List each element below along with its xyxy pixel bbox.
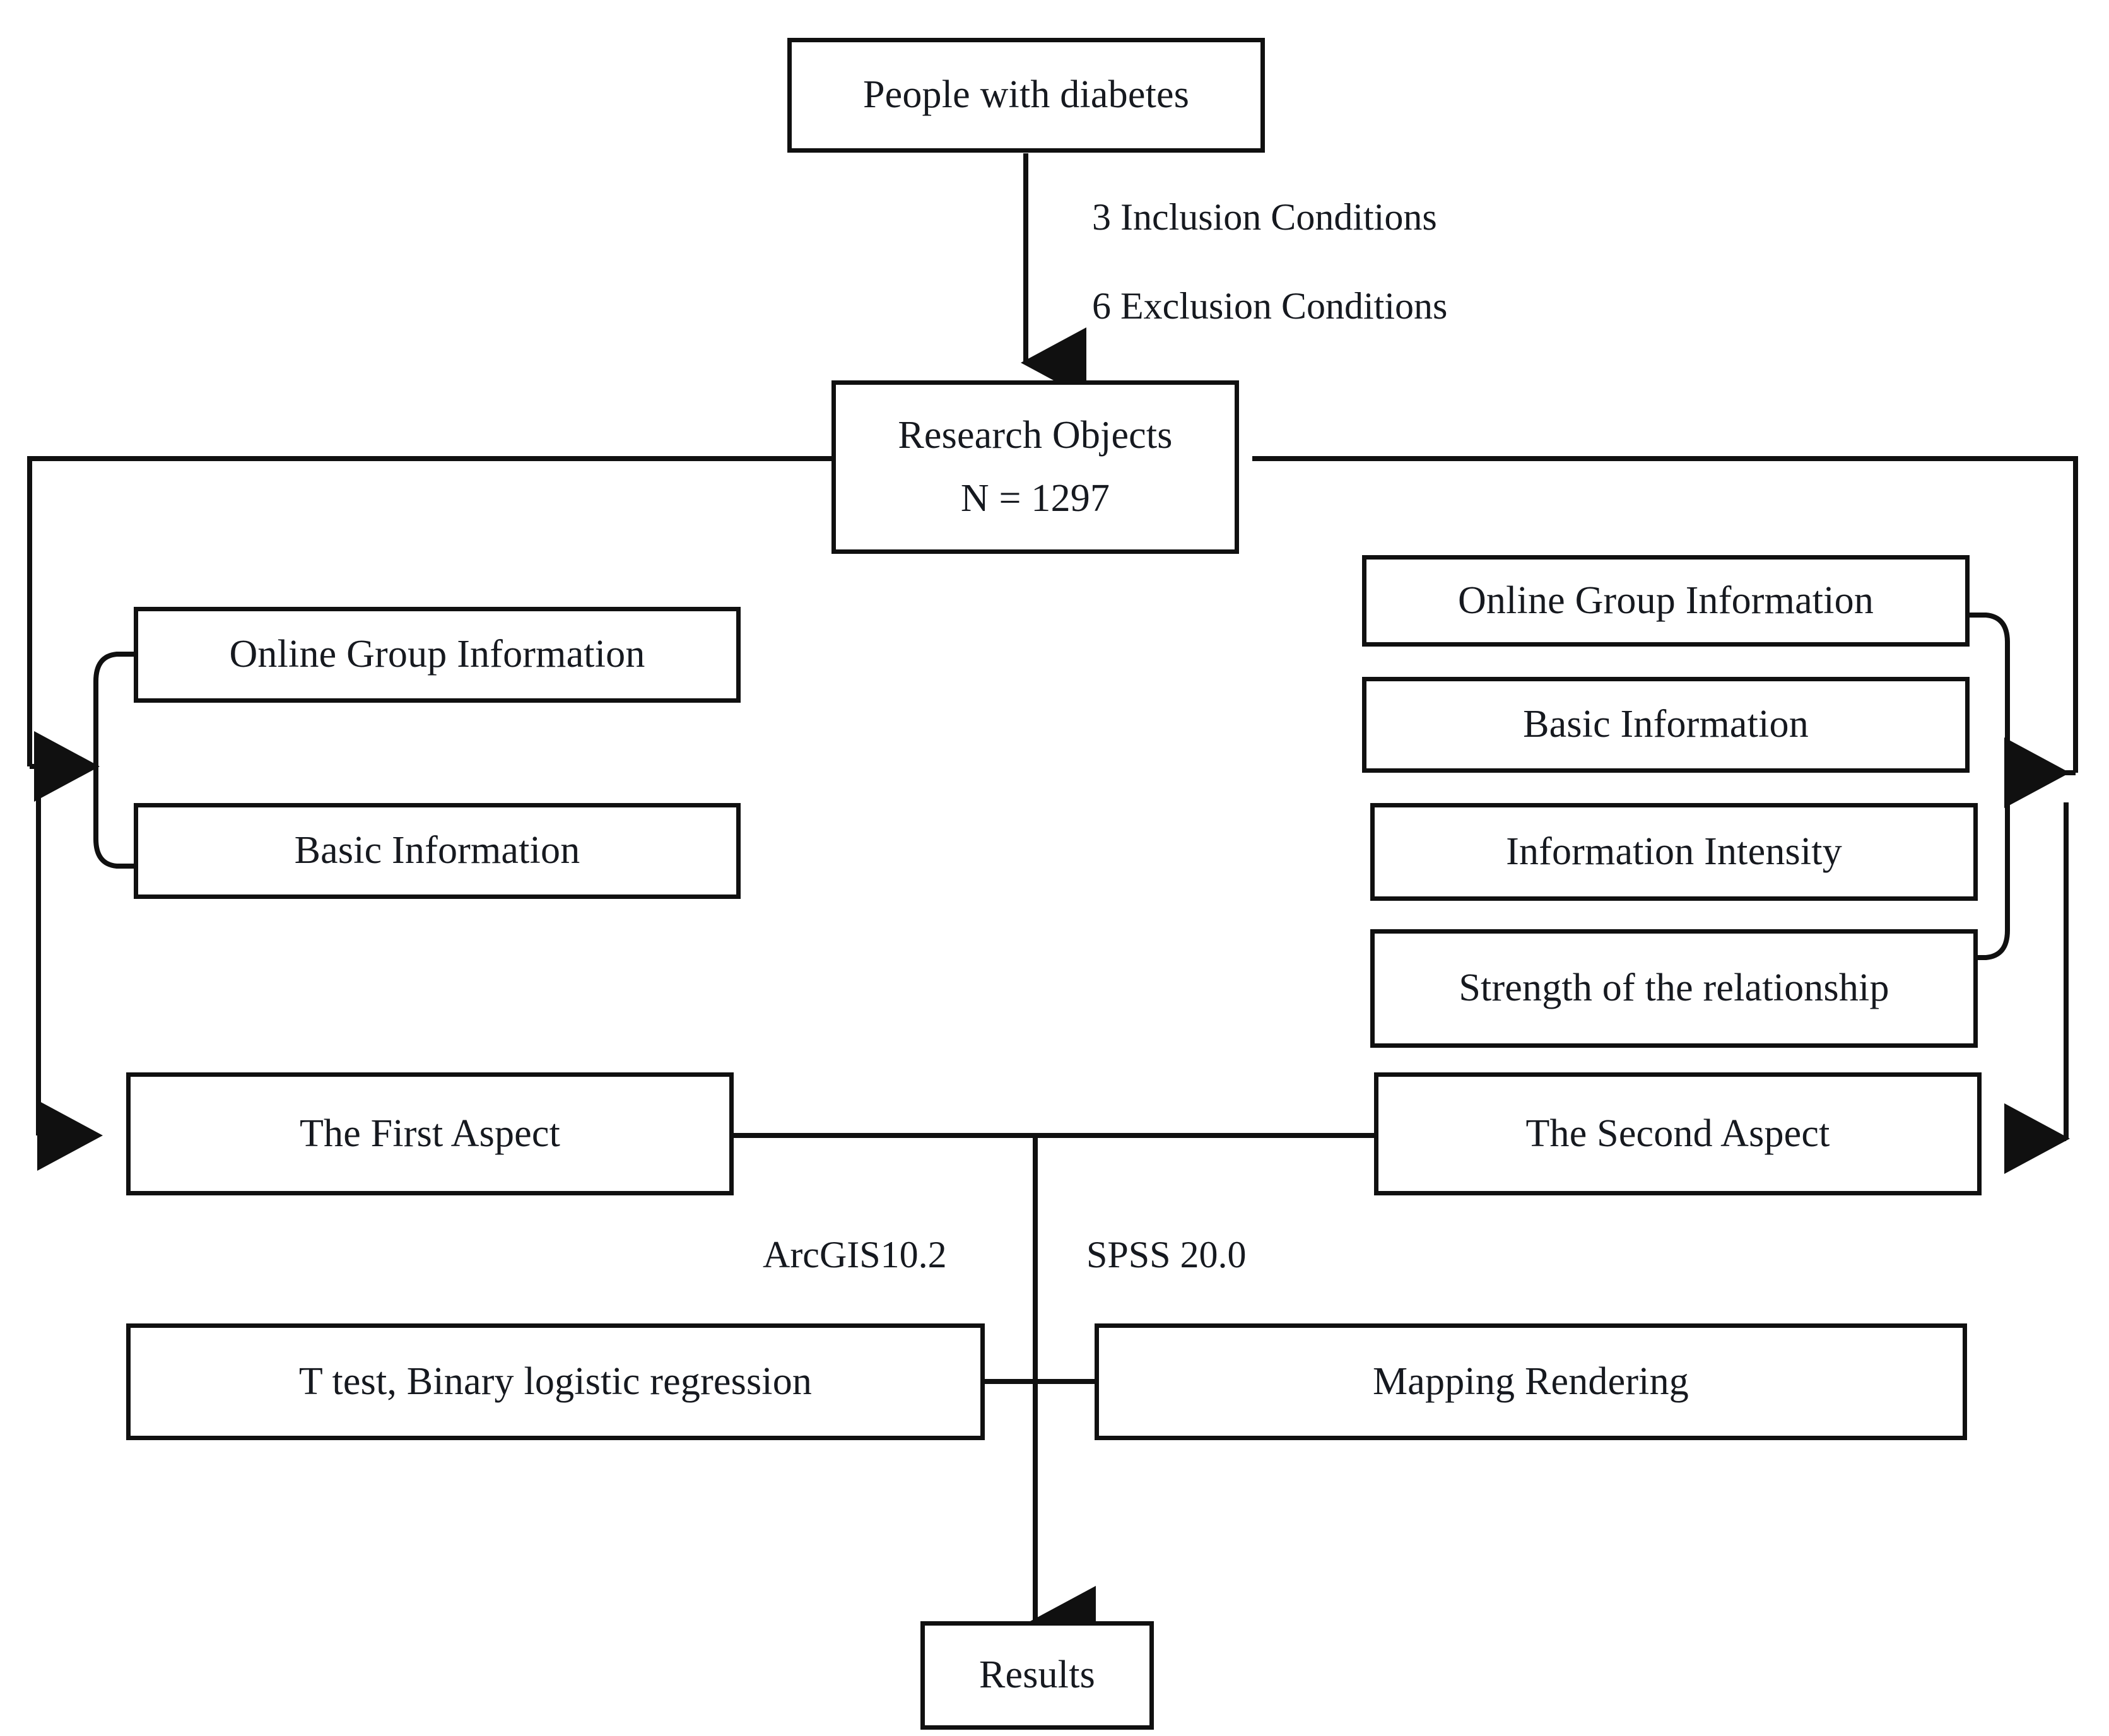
node-first-aspect-label: The First Aspect [299, 1111, 561, 1155]
node-research-objects[interactable]: Research Objects N = 1297 [831, 380, 1239, 554]
node-left-basic-information-label: Basic Information [294, 829, 580, 872]
node-right-strength-of-relationship-label: Strength of the relationship [1459, 966, 1889, 1010]
node-right-strength-of-relationship[interactable]: Strength of the relationship [1370, 929, 1978, 1048]
node-results-label: Results [979, 1653, 1095, 1697]
left-brace-connector [93, 652, 134, 869]
edge-label-arcgis: ArcGIS10.2 [763, 1234, 947, 1276]
node-second-aspect[interactable]: The Second Aspect [1374, 1072, 1982, 1195]
node-research-objects-count: N = 1297 [960, 476, 1110, 520]
node-research-objects-title: Research Objects [898, 414, 1173, 457]
node-stats-methods-label: T test, Binary logistic regression [298, 1359, 813, 1403]
node-right-information-intensity[interactable]: Information Intensity [1370, 803, 1978, 901]
node-results[interactable]: Results [920, 1621, 1154, 1730]
node-right-basic-information[interactable]: Basic Information [1362, 677, 1970, 773]
node-right-information-intensity-label: Information Intensity [1506, 830, 1842, 873]
node-people-with-diabetes[interactable]: People with diabetes [787, 38, 1265, 153]
node-people-with-diabetes-label: People with diabetes [862, 73, 1190, 117]
node-right-online-group-information-label: Online Group Information [1457, 578, 1874, 622]
node-stats-methods[interactable]: T test, Binary logistic regression [126, 1323, 985, 1440]
edge-label-exclusion-conditions: 6 Exclusion Conditions [1092, 285, 1448, 327]
node-first-aspect[interactable]: The First Aspect [126, 1072, 734, 1195]
node-right-basic-information-label: Basic Information [1523, 703, 1809, 746]
node-mapping-rendering-label: Mapping Rendering [1372, 1359, 1689, 1403]
right-brace-connector [1970, 613, 2010, 960]
node-research-objects-spacer [836, 459, 1235, 476]
node-mapping-rendering[interactable]: Mapping Rendering [1095, 1323, 1967, 1440]
node-right-online-group-information[interactable]: Online Group Information [1362, 555, 1970, 647]
node-left-online-group-information[interactable]: Online Group Information [134, 607, 741, 703]
node-left-basic-information[interactable]: Basic Information [134, 803, 741, 899]
edge-label-spss: SPSS 20.0 [1086, 1234, 1247, 1276]
node-second-aspect-label: The Second Aspect [1525, 1111, 1830, 1155]
node-left-online-group-information-label: Online Group Information [229, 633, 645, 676]
edge-label-inclusion-conditions: 3 Inclusion Conditions [1092, 196, 1437, 238]
